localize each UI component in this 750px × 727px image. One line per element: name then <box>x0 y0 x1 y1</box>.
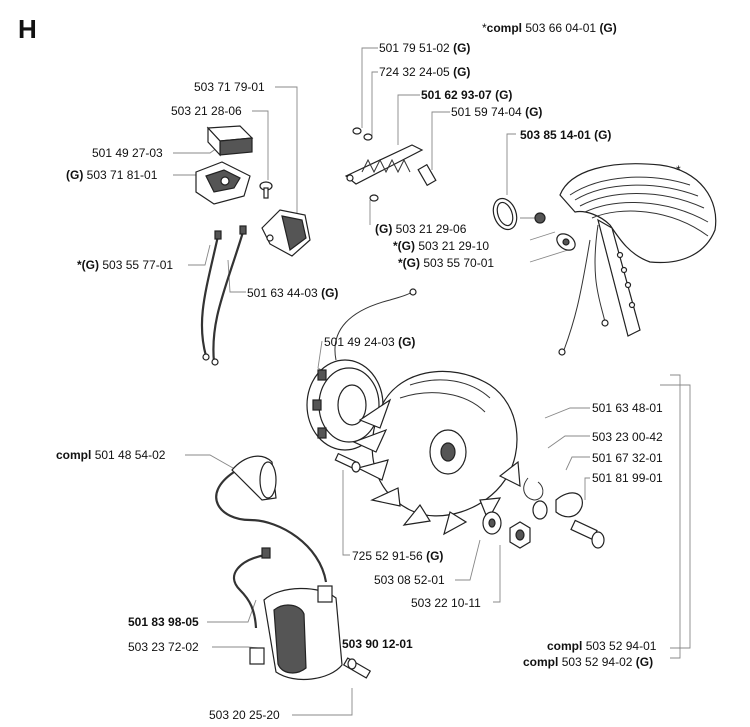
rear-handle-part <box>558 163 717 356</box>
label-screw-503-20-25-20: 503 20 25-20 <box>209 708 280 722</box>
flywheel-washer-part <box>482 511 502 535</box>
label-bolt-501-81-99-01: 501 81 99-01 <box>592 471 663 485</box>
label-screw-503-21-29-06: (G) 503 21 29-06 <box>375 222 467 236</box>
wire-pair-part <box>200 225 247 366</box>
label-compl-503-52-94-01: compl 503 52 94-01 <box>547 639 657 653</box>
label-handle-asterisk: * <box>676 163 681 177</box>
label-cap-501-48-54-02: compl 501 48 54-02 <box>56 448 166 462</box>
label-screw-725-52-91-56: 725 52 91-56 (G) <box>352 549 444 563</box>
cover-plate-part <box>206 125 254 157</box>
spring-part <box>523 477 544 501</box>
label-plug-503-55-70-01: *(G) 503 55 70-01 <box>398 256 495 270</box>
switch-part <box>261 209 311 257</box>
label-spring-501-63-48-01: 501 63 48-01 <box>592 401 663 415</box>
flywheel-nut-part <box>509 521 531 549</box>
label-screw-503-21-28-06: 503 21 28-06 <box>171 104 242 118</box>
label-cover-501-49-27-03: 501 49 27-03 <box>92 146 163 160</box>
small-screw-part <box>259 181 273 199</box>
label-screw-724-32-24-05: 724 32 24-05 (G) <box>379 65 471 79</box>
label-sleeve-501-59-74-04: 501 59 74-04 (G) <box>451 105 543 119</box>
spark-plug-cap-part <box>215 455 328 583</box>
label-plug-503-23-72-02: 503 23 72-02 <box>128 640 199 654</box>
label-screw-503-21-29-10: *(G) 503 21 29-10 <box>393 239 490 253</box>
label-wire-501-63-44-03: 501 63 44-03 (G) <box>247 286 339 300</box>
label-stator-501-49-24-03: 501 49 24-03 (G) <box>324 335 416 349</box>
label-lead-501-83-98-05: 501 83 98-05 <box>128 615 199 629</box>
pawl-part <box>555 492 583 518</box>
bracket-part <box>344 144 424 185</box>
label-washer-503-23-00-42: 503 23 00-42 <box>592 430 663 444</box>
contact-plug-part <box>534 212 576 251</box>
flywheel-screw-part <box>334 452 361 473</box>
sleeve-part <box>417 163 437 187</box>
bracket-screws-part <box>352 127 379 202</box>
switch-housing-part <box>195 161 251 205</box>
label-bracket-501-62-93-07: 501 62 93-07 (G) <box>421 88 513 102</box>
label-module-503-90-12-01: 503 90 12-01 <box>342 637 413 651</box>
label-housing-503-71-81-01: (G) 503 71 81-01 <box>66 168 158 182</box>
ignition-module-part <box>233 547 343 680</box>
flywheel-part <box>352 370 521 536</box>
label-compl-503-52-94-02: compl 503 52 94-02 (G) <box>523 655 654 669</box>
bolt-part <box>570 519 605 549</box>
label-washer-503-08-52-01: 503 08 52-01 <box>374 573 445 587</box>
stator-ring-part <box>306 288 417 451</box>
label-pawl-501-67-32-01: 501 67 32-01 <box>592 451 663 465</box>
label-bracket-assembly: *compl 503 66 04-01 (G) <box>482 21 617 35</box>
label-screw-501-79-51-02: 501 79 51-02 (G) <box>379 41 471 55</box>
washer-part <box>532 500 548 520</box>
label-ring-503-85-14-01: 503 85 14-01 (G) <box>520 128 612 142</box>
section-letter: H <box>18 14 37 44</box>
label-nut-503-22-10-11: 503 22 10-11 <box>411 596 481 610</box>
leader-lines <box>173 47 691 716</box>
rubber-ring-part <box>492 197 518 231</box>
module-screw-part <box>342 657 372 679</box>
label-switch-503-71-79-01: 503 71 79-01 <box>194 80 265 94</box>
label-wire-503-55-77-01: *(G) 503 55 77-01 <box>77 258 174 272</box>
